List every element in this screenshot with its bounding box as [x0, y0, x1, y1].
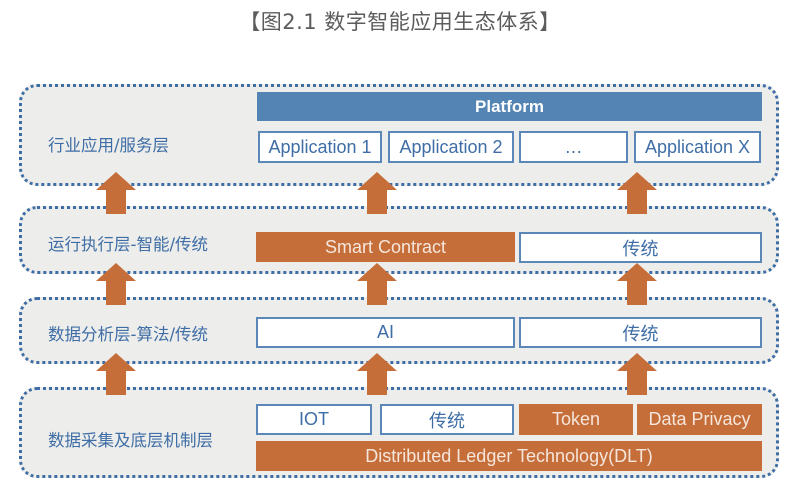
platform-bar: Platform [257, 92, 762, 121]
ai-box: AI [256, 317, 515, 348]
application-ellipsis-box: … [519, 131, 628, 163]
up-arrow-icon [617, 263, 657, 305]
smart-contract-box: Smart Contract [256, 232, 515, 262]
token-box: Token [519, 404, 633, 435]
layer-analysis: 数据分析层-算法/传统 AI 传统 [19, 297, 779, 364]
application-x-box: Application X [634, 131, 761, 163]
up-arrow-icon [96, 172, 136, 214]
up-arrow-icon [357, 353, 397, 395]
up-arrow-icon [96, 353, 136, 395]
analysis-traditional-box: 传统 [519, 317, 762, 348]
layer-analysis-label: 数据分析层-算法/传统 [48, 325, 209, 344]
iot-box: IOT [256, 404, 372, 435]
up-arrow-icon [617, 172, 657, 214]
up-arrow-icon [617, 353, 657, 395]
figure-title: 【图2.1 数字智能应用生态体系】 [239, 10, 561, 34]
base-traditional-box: 传统 [380, 404, 514, 435]
up-arrow-icon [96, 263, 136, 305]
dlt-bar: Distributed Ledger Technology(DLT) [256, 441, 762, 471]
layer-execution: 运行执行层-智能/传统 Smart Contract 传统 [19, 206, 779, 274]
up-arrow-icon [357, 172, 397, 214]
layer-base: 数据采集及底层机制层 IOT 传统 Token Data Privacy Dis… [19, 387, 779, 478]
layer-execution-label: 运行执行层-智能/传统 [48, 235, 209, 254]
application-1-box: Application 1 [258, 131, 382, 163]
layer-service: 行业应用/服务层 Platform Application 1 Applicat… [19, 84, 779, 186]
up-arrow-icon [357, 263, 397, 305]
application-2-box: Application 2 [388, 131, 514, 163]
execution-traditional-box: 传统 [519, 232, 762, 263]
data-privacy-box: Data Privacy [637, 404, 762, 435]
layer-service-label: 行业应用/服务层 [48, 136, 170, 155]
layer-base-label: 数据采集及底层机制层 [48, 431, 213, 450]
